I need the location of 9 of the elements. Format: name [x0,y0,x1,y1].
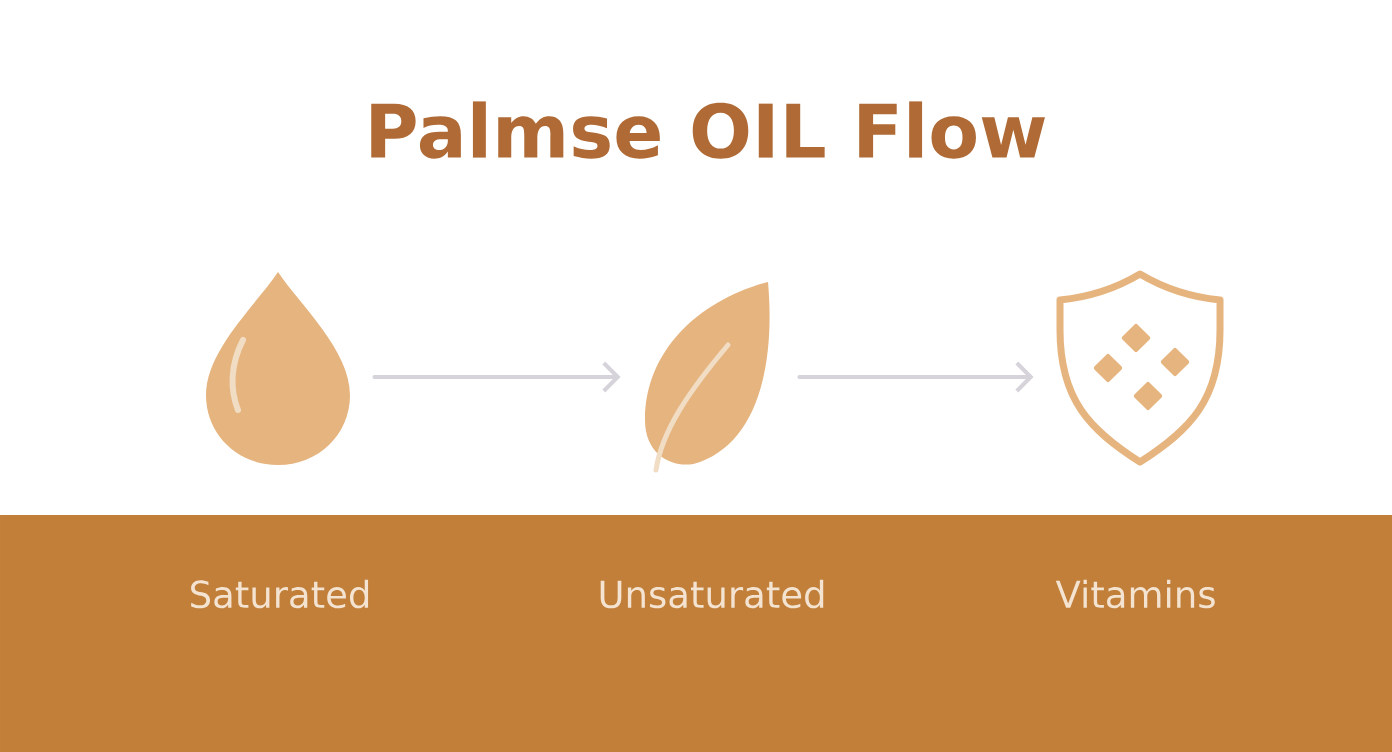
leaf-icon [645,282,770,473]
arrow [372,361,621,393]
arrow [797,361,1034,393]
caption-label: Vitamins [1055,579,1215,609]
shield-icon [1056,270,1224,466]
caption-label: Unsaturated [600,579,824,609]
diagram-title: Palmse OIL Flow [371,101,1045,159]
caption-label: Saturated [191,579,369,609]
drop-icon [206,272,350,465]
